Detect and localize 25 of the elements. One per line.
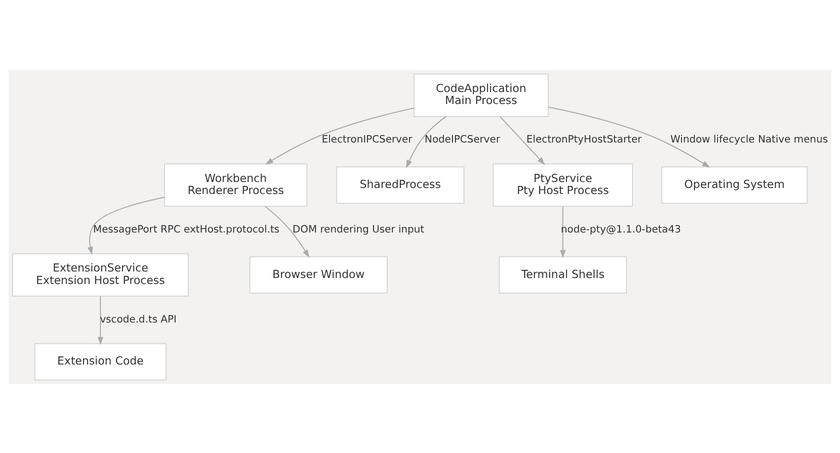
edge-label: ElectronPtyHostStarter <box>526 134 642 146</box>
arrow <box>560 206 566 258</box>
arrow <box>548 106 710 168</box>
node-box: Browser Window <box>249 256 388 294</box>
arrow <box>98 296 104 345</box>
edge-label: ElectronIPCServer <box>322 134 412 146</box>
arrow <box>264 205 310 258</box>
arrow <box>500 116 546 164</box>
edge-label: vscode.d.ts API <box>100 314 177 325</box>
node-box: CodeApplication Main Process <box>413 73 549 116</box>
edge-label: DOM rendering User input <box>292 224 424 236</box>
node-box: Operating System <box>661 166 808 204</box>
node-box: ExtensionService Extension Host Process <box>12 252 189 296</box>
arrow <box>265 107 414 164</box>
edge-label: NodeIPCServer <box>424 134 500 146</box>
node-box: Extension Code <box>34 342 167 380</box>
arrow <box>87 196 164 254</box>
node-box: SharedProcess <box>336 166 464 204</box>
edge-label: Window lifecycle Native menus <box>670 134 828 146</box>
arrow <box>406 116 446 168</box>
edge-label: MessagePort RPC extHost.protocol.ts <box>93 224 280 236</box>
node-box: Terminal Shells <box>498 256 627 294</box>
edge-label: node-pty@1.1.0-beta43 <box>560 224 681 236</box>
node-box: Workbench Renderer Process <box>164 162 308 206</box>
node-box: PtyService Pty Host Process <box>492 162 634 206</box>
